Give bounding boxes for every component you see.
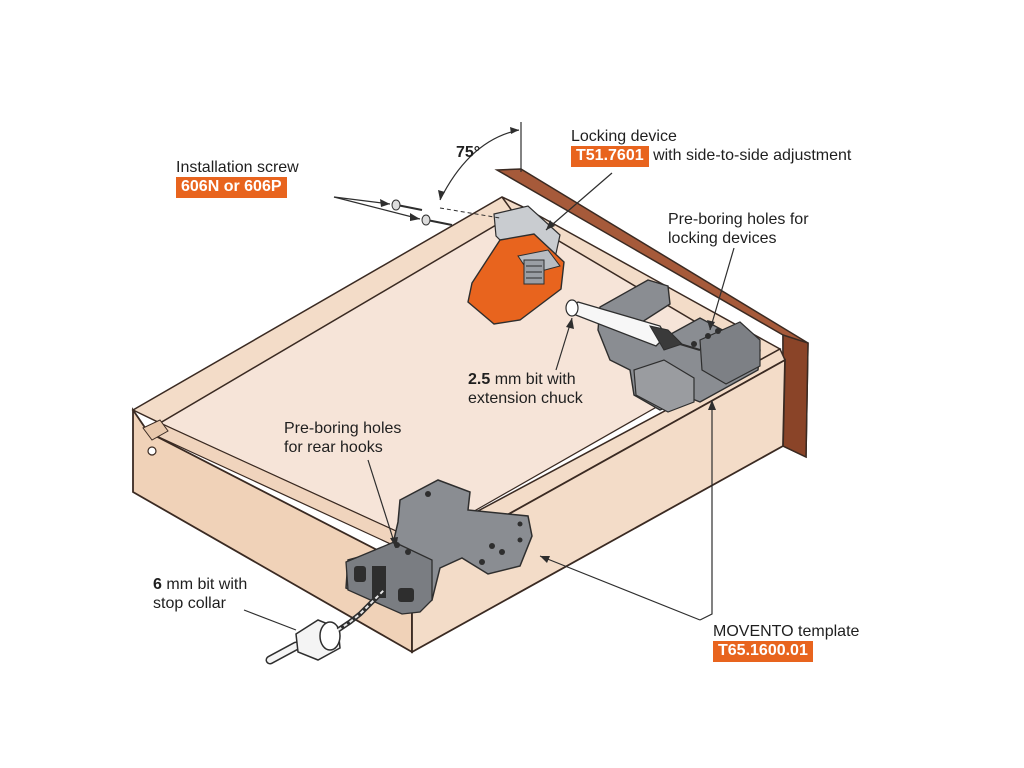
bit-6mm-line1: mm bit with <box>166 576 248 593</box>
preboring-locking-line2: locking devices <box>668 230 777 247</box>
preboring-rear-line1: Pre-boring holes <box>284 420 402 437</box>
locking-device-part <box>467 205 565 325</box>
bit-6mm-part <box>265 588 386 665</box>
angle-label: 75° <box>456 143 480 162</box>
preboring-rear-label: Pre-boring holes for rear hooks <box>284 419 401 457</box>
angle-annotation <box>438 122 522 219</box>
preboring-rear-line2: for rear hooks <box>284 439 383 456</box>
bit-2-5mm-line2: extension chuck <box>468 390 583 407</box>
bit-2-5mm-size: 2.5 <box>468 371 491 388</box>
bit-6mm-size: 6 <box>153 576 162 593</box>
angle-value: 75° <box>456 144 481 161</box>
bit-2-5mm-label: 2.5 mm bit with extension chuck <box>468 370 583 408</box>
installation-screw-label: Installation screw 606N or 606P <box>176 158 299 198</box>
leader-arrowheads <box>380 199 716 563</box>
locking-device-suffix: with side-to-side adjustment <box>653 147 852 164</box>
preboring-locking-label: Pre-boring holes for locking devices <box>668 210 809 248</box>
locking-device-text: Locking device <box>571 128 677 145</box>
movento-template-part-number: T65.1600.01 <box>713 641 813 662</box>
installation-screw-text: Installation screw <box>176 159 299 176</box>
bit-6mm-label: 6 mm bit with stop collar <box>153 575 247 613</box>
movento-template-text: MOVENTO template <box>713 623 860 640</box>
locking-device-part-number: T51.7601 <box>571 146 649 167</box>
preboring-locking-line1: Pre-boring holes for <box>668 211 809 228</box>
locking-device-label: Locking device T51.7601 with side-to-sid… <box>571 127 851 167</box>
installation-screws <box>391 199 453 226</box>
bit-6mm-line2: stop collar <box>153 595 226 612</box>
front-template-part <box>345 479 533 615</box>
movento-template-label: MOVENTO template T65.1600.01 <box>713 622 859 662</box>
bit-2-5mm-part <box>565 299 701 351</box>
leader-lines <box>243 172 735 631</box>
installation-screw-part-number: 606N or 606P <box>176 177 287 198</box>
bit-2-5mm-line1: mm bit with <box>494 371 576 388</box>
